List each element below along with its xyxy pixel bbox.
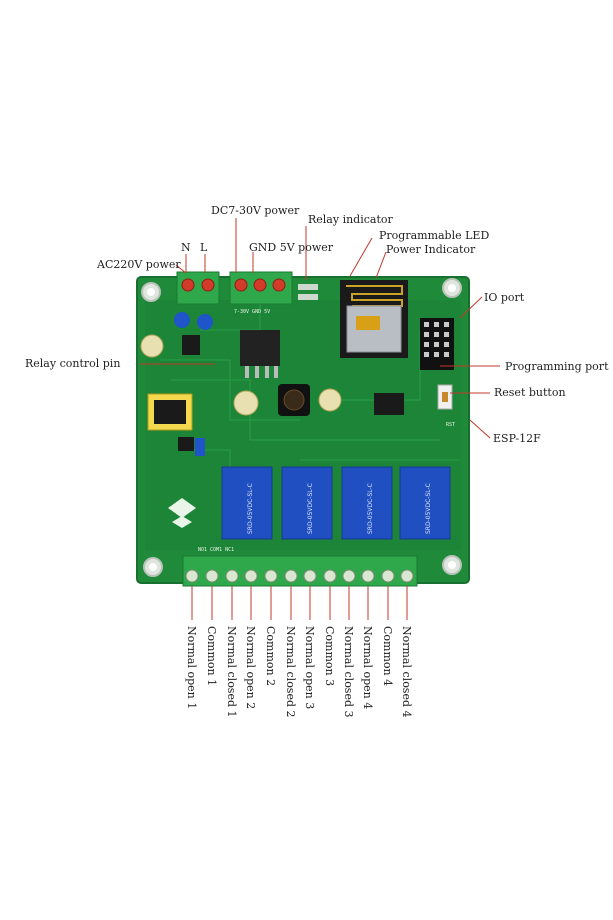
voltage-regulator: [240, 330, 280, 378]
label-normal-closed-3: Normal closed 3: [342, 626, 355, 718]
relay-indicator-leds: [298, 284, 318, 300]
transformer: [147, 393, 193, 431]
inductor: [278, 384, 310, 416]
relay-1: SRD-05VDC-SL-C: [221, 466, 273, 540]
label-l: L: [200, 241, 208, 254]
bottom-leader-lines: [191, 586, 408, 620]
relay-4: SRD-05VDC-SL-C: [399, 466, 451, 540]
label-common-4: Common 4: [381, 626, 394, 687]
label-esp-12f: ESP-12F: [493, 432, 541, 445]
label-normal-closed-2: Normal closed 2: [284, 626, 297, 718]
small-ics: [178, 335, 404, 456]
esp12f-module: [340, 280, 408, 358]
label-normal-closed-1: Normal closed 1: [225, 626, 238, 718]
label-normal-closed-4: Normal closed 4: [400, 626, 413, 718]
reset-button-component: [437, 384, 453, 410]
capacitors: [140, 312, 342, 416]
mounting-holes: [141, 278, 462, 577]
label-programmable-led: Programmable LED: [379, 229, 490, 242]
label-normal-open-3: Normal open 3: [303, 626, 316, 710]
label-relay-indicator: Relay indicator: [308, 213, 393, 226]
label-relay-control-pin: Relay control pin: [25, 357, 121, 370]
ac-terminal-block: [176, 271, 220, 305]
label-common-1: Common 1: [205, 626, 218, 687]
svg-text:SRD-05VDC-SL-C: SRD-05VDC-SL-C: [247, 483, 254, 534]
label-common-2: Common 2: [264, 626, 277, 687]
label-power-indicator: Power Indicator: [386, 243, 476, 256]
leader-lines: [140, 218, 500, 439]
board-logo: [168, 498, 196, 528]
label-gnd-5v-power: GND 5V power: [249, 241, 334, 254]
relay-3: SRD-05VDC-SL-C: [341, 466, 393, 540]
svg-text:SRD-05VDC-SL-C: SRD-05VDC-SL-C: [367, 483, 374, 534]
silk-terminal-header: NO1 COM1 NC1: [198, 547, 234, 553]
label-normal-open-4: Normal open 4: [361, 626, 374, 710]
label-common-3: Common 3: [323, 626, 336, 687]
label-n: N: [181, 241, 191, 254]
label-normal-open-1: Normal open 1: [185, 626, 198, 710]
silk-power-header: 7-30V GND 5V: [234, 309, 270, 315]
label-normal-open-2: Normal open 2: [244, 626, 257, 710]
label-dc7-30v-power: DC7-30V power: [211, 204, 300, 217]
silk-reset-mark: RST: [446, 422, 455, 428]
label-ac220v-power: AC220V power: [97, 258, 181, 271]
label-reset-button: Reset button: [494, 386, 566, 399]
dc-terminal-block: [229, 271, 293, 305]
svg-text:SRD-05VDC-SL-C: SRD-05VDC-SL-C: [425, 483, 432, 534]
io-port-header: [420, 318, 454, 370]
output-terminals: [182, 555, 418, 587]
svg-text:SRD-05VDC-SL-C: SRD-05VDC-SL-C: [307, 483, 314, 534]
label-programming-port: Programming port: [505, 360, 609, 373]
relay-2: SRD-05VDC-SL-C: [281, 466, 333, 540]
label-io-port: IO port: [484, 291, 525, 304]
